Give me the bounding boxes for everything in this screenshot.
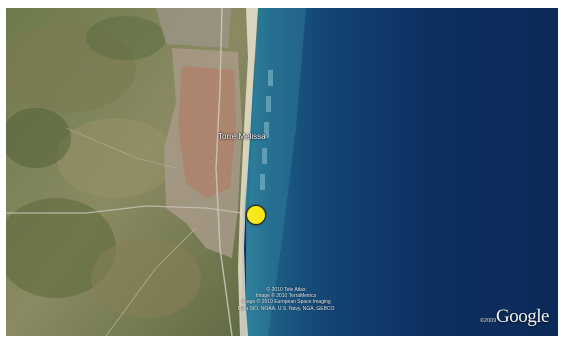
google-logo[interactable]: Google: [496, 306, 549, 327]
imagery-credits: © 2010 Tele Atlas Image © 2010 TerraMetr…: [234, 287, 338, 312]
location-marker[interactable]: [246, 205, 266, 225]
credit-line: Image © 2010 TerraMetrics: [255, 293, 317, 300]
copyright-year: ©2009: [480, 318, 497, 324]
credit-line: Data SIO, NOAA, U.S. Navy, NGA, GEBCO: [237, 305, 335, 312]
credit-line: Image © 2010 European Space Imaging: [241, 299, 331, 306]
credit-line: © 2010 Tele Atlas: [266, 287, 306, 293]
satellite-imagery: [6, 8, 558, 336]
map-viewport[interactable]: Torre Melissa © 2010 Tele Atlas Image © …: [6, 8, 558, 336]
place-label: Torre Melissa: [218, 132, 266, 141]
